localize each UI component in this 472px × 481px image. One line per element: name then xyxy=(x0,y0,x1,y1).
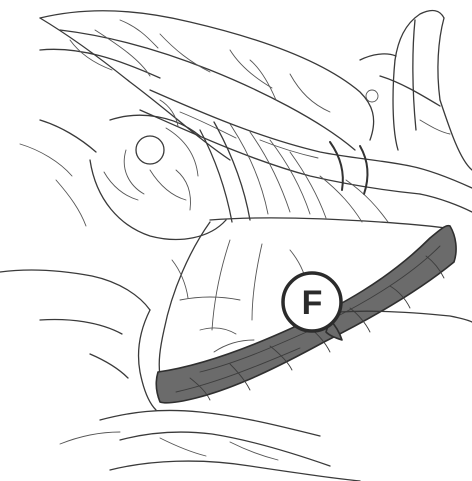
pleated-fabric xyxy=(200,122,446,228)
callout-f: F xyxy=(283,273,341,331)
wheel-hub xyxy=(20,100,226,239)
callout-label: F xyxy=(302,284,323,322)
frame-pole xyxy=(360,11,472,170)
upper-flap xyxy=(40,11,374,160)
